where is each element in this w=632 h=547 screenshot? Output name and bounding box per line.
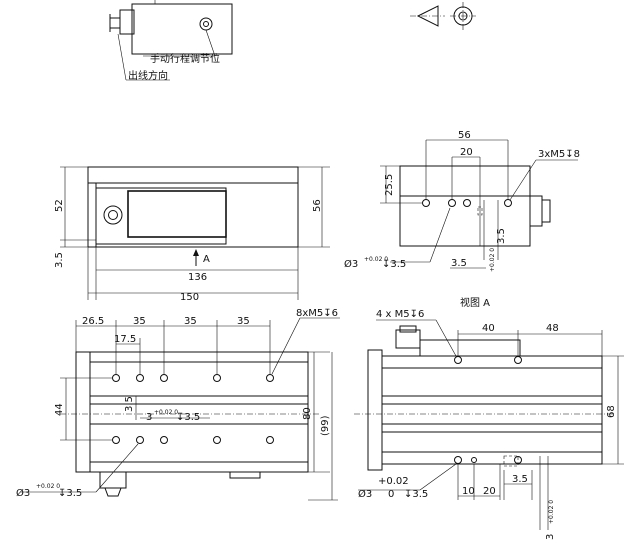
dim-56: 56 bbox=[312, 199, 323, 212]
outlet-direction-label: 出线方向 bbox=[128, 69, 168, 82]
hole-tol-view-a: +0.02 bbox=[378, 476, 409, 487]
dim-40: 40 bbox=[482, 323, 495, 334]
dim-3-5-plan: 3.5 bbox=[124, 396, 135, 412]
dim-150: 150 bbox=[180, 292, 199, 303]
dim-8xm5: 8xM5↧6 bbox=[296, 308, 338, 319]
dim-26-5: 26.5 bbox=[82, 316, 104, 327]
dim-3-v-view-a: 3 bbox=[545, 534, 556, 540]
dim-3-5-bottom: 3.5 bbox=[451, 258, 467, 269]
hole-tol-plan: +0.02 0 bbox=[36, 483, 60, 490]
dim-3-5-view-a: 3.5 bbox=[512, 474, 528, 485]
sensor-sketch: 手动行程调节位 出线方向 bbox=[109, 0, 233, 82]
dim-35-b: 35 bbox=[184, 316, 197, 327]
hole-tol-v-top-right: +0.02 0 bbox=[489, 248, 496, 272]
hole-depth-view-a: ↧3.5 bbox=[404, 489, 428, 500]
dim-25-5: 25.5 bbox=[384, 174, 395, 196]
hole-zero-view-a: 0 bbox=[388, 489, 394, 500]
dim-44: 44 bbox=[54, 403, 65, 416]
hole-dim-top-right: Ø3 bbox=[344, 258, 358, 270]
side-view: 56 20 25.5 3xM5↧8 3.5 3.5 Ø3 +0.02 0 ↧3.… bbox=[344, 130, 580, 272]
dim-48: 48 bbox=[546, 323, 559, 334]
view-arrow-a: A bbox=[203, 254, 210, 265]
plan-view: 26.5 35 35 35 17.5 8xM5↧6 44 3.5 3 +0.02… bbox=[16, 308, 340, 501]
view-a-title: 视图 A bbox=[460, 296, 490, 309]
dim-3-5: 3.5 bbox=[54, 252, 65, 268]
hole-depth-top-right: ↧3.5 bbox=[382, 259, 406, 270]
dim-52: 52 bbox=[54, 199, 65, 212]
manual-adjust-label: 手动行程调节位 bbox=[150, 52, 220, 65]
dim-35-a: 35 bbox=[133, 316, 146, 327]
dim-3xm5: 3xM5↧8 bbox=[538, 149, 580, 160]
projection-symbol-icon bbox=[410, 2, 476, 30]
dim-10: 10 bbox=[462, 486, 475, 497]
dim-136: 136 bbox=[188, 272, 207, 283]
dim-56-top: 56 bbox=[458, 130, 471, 141]
dim-99: (99) bbox=[320, 415, 331, 436]
hole-inner-tol: +0.02 0 bbox=[154, 409, 178, 416]
dim-35-c: 35 bbox=[237, 316, 250, 327]
hole-tol-top-right: +0.02 0 bbox=[364, 256, 388, 263]
view-a: 视图 A 40 48 4 x M5↧6 68 3.5 bbox=[354, 296, 624, 540]
dim-20-view-a: 20 bbox=[483, 486, 496, 497]
dim-80: 80 bbox=[302, 407, 313, 420]
front-view: 52 3.5 56 A 136 150 bbox=[54, 166, 330, 303]
hole-dim-plan: Ø3 bbox=[16, 487, 30, 499]
dim-3-5-right: 3.5 bbox=[496, 228, 507, 244]
hole-inner-dim: 3 bbox=[146, 412, 152, 423]
dim-68: 68 bbox=[606, 405, 617, 418]
dim-4xm5: 4 x M5↧6 bbox=[376, 309, 424, 320]
hole-inner-depth: ↧3.5 bbox=[176, 412, 200, 423]
hole-dim-view-a: Ø3 bbox=[358, 488, 372, 500]
hole-depth-plan: ↧3.5 bbox=[58, 488, 82, 499]
dim-20-top: 20 bbox=[460, 147, 473, 158]
hole-tol-v-view-a: +0.02 0 bbox=[548, 500, 555, 524]
dim-17-5: 17.5 bbox=[114, 334, 136, 345]
